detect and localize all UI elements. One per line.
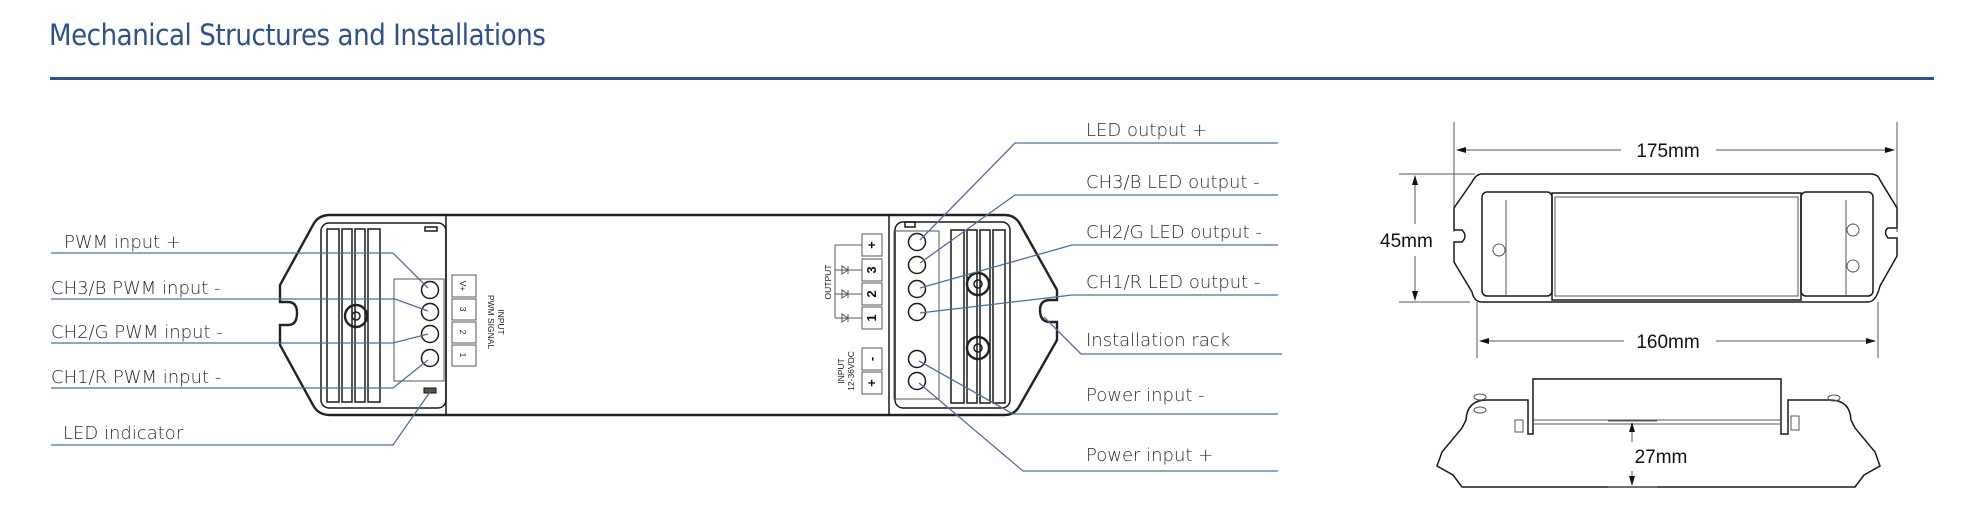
dim-175mm: 175mm xyxy=(1636,141,1699,162)
callout-ch3-led-output: CH3/B LED output - xyxy=(1086,172,1260,193)
out-label-3: 3 xyxy=(864,266,879,273)
out-label-1: 1 xyxy=(864,314,879,321)
right-heat-fins xyxy=(950,229,1006,404)
terminal-ch3-pwm xyxy=(420,302,440,322)
callout-ch3-pwm-input: CH3/B PWM input - xyxy=(51,278,221,299)
dim-27mm: 27mm xyxy=(1635,447,1688,468)
output-terminal-block xyxy=(893,230,940,400)
right-screw-bottom-hole xyxy=(973,343,983,353)
device-side-view: 27mm xyxy=(1436,378,1881,488)
page-title: Mechanical Structures and Installations xyxy=(49,18,546,52)
leader-ch2-led-output xyxy=(919,244,1278,289)
led-diode-symbol-1 xyxy=(841,313,849,323)
led-diode-symbol-3 xyxy=(841,265,849,275)
leader-ch1-pwm-input xyxy=(51,359,429,389)
terminal-ch2-led xyxy=(907,279,927,299)
callout-pwm-input-plus: PWM input + xyxy=(64,232,181,253)
power-input-caption: INPUT xyxy=(836,358,846,384)
top-clip-left xyxy=(424,226,438,232)
device-top-view: 175mm 160mm 45mm xyxy=(1380,122,1898,358)
input-caption: INPUT xyxy=(496,309,506,335)
terminal-ch2-pwm xyxy=(420,324,440,344)
leader-ch1-led-output xyxy=(919,294,1278,314)
device-housing-outline xyxy=(278,213,1059,417)
right-end-cap xyxy=(894,221,1011,409)
led-diode-symbol-2 xyxy=(841,289,849,299)
right-callouts: LED output + CH3/B LED output - CH2/G LE… xyxy=(918,120,1282,472)
top-clip-right xyxy=(904,221,916,228)
callout-power-input-plus: Power input + xyxy=(1086,445,1213,466)
left-heat-fins xyxy=(326,228,381,403)
leader-led-indicator xyxy=(51,391,431,446)
power-voltage-caption: 12-36VDC xyxy=(846,351,856,391)
side-view-outline xyxy=(1436,378,1881,488)
right-screw-bottom xyxy=(965,335,991,361)
leader-ch2-pwm-input xyxy=(51,333,429,344)
callout-power-input-minus: Power input - xyxy=(1086,385,1205,406)
terminal-led-plus xyxy=(907,232,927,252)
device-front-view: V+ 3 2 1 INPUT PWM SIGNAL xyxy=(278,213,1059,417)
left-callouts: PWM input + CH3/B PWM input - CH2/G PWM … xyxy=(51,232,431,446)
leader-installation-rack xyxy=(1043,316,1282,355)
left-screw-hole xyxy=(351,311,361,321)
label-2: 2 xyxy=(458,330,468,335)
label-3: 3 xyxy=(458,307,468,312)
out-label-2: 2 xyxy=(864,290,879,297)
leader-power-input-minus xyxy=(918,360,1278,415)
pwm-signal-caption: PWM SIGNAL xyxy=(486,295,496,350)
terminal-power-minus xyxy=(907,349,927,369)
terminal-ch1-pwm xyxy=(420,348,440,368)
callout-ch2-pwm-input: CH2/G PWM input - xyxy=(51,322,223,343)
label-1: 1 xyxy=(458,353,468,358)
leader-ch3-pwm-input xyxy=(51,298,429,312)
right-screw-top xyxy=(965,271,991,297)
header-divider xyxy=(50,77,1934,80)
power-label-minus: - xyxy=(864,357,879,361)
left-screw xyxy=(343,303,369,329)
output-wiring xyxy=(834,244,862,319)
out-label-plus: + xyxy=(864,241,879,249)
terminal-power-plus xyxy=(907,371,927,391)
leader-pwm-input-plus xyxy=(51,252,429,289)
callout-ch2-led-output: CH2/G LED output - xyxy=(1086,222,1262,243)
output-caption: OUTPUT xyxy=(823,265,833,300)
dim-160mm: 160mm xyxy=(1636,332,1699,353)
pwm-signal-labels: V+ 3 2 1 INPUT PWM SIGNAL xyxy=(451,274,506,367)
power-label-plus: + xyxy=(864,379,879,387)
callout-led-output-plus: LED output + xyxy=(1086,120,1207,141)
terminal-ch3-led xyxy=(907,255,927,275)
callout-led-indicator: LED indicator xyxy=(63,423,184,444)
leader-power-input-plus xyxy=(918,382,1278,472)
dim-45mm: 45mm xyxy=(1380,231,1433,252)
terminal-pwm-plus xyxy=(420,280,440,300)
callout-ch1-pwm-input: CH1/R PWM input - xyxy=(51,367,221,388)
callout-installation-rack: Installation rack xyxy=(1086,330,1230,351)
leader-led-output-plus xyxy=(919,142,1278,241)
right-screw-top-hole xyxy=(973,279,983,289)
output-labels: + 3 2 1 OUTPUT - + INPUT 12-36VDC xyxy=(823,233,883,395)
callout-ch1-led-output: CH1/R LED output - xyxy=(1086,272,1260,293)
leader-ch3-led-output xyxy=(919,194,1278,264)
top-view-outline xyxy=(1453,173,1898,303)
label-v-plus: V+ xyxy=(458,281,468,292)
